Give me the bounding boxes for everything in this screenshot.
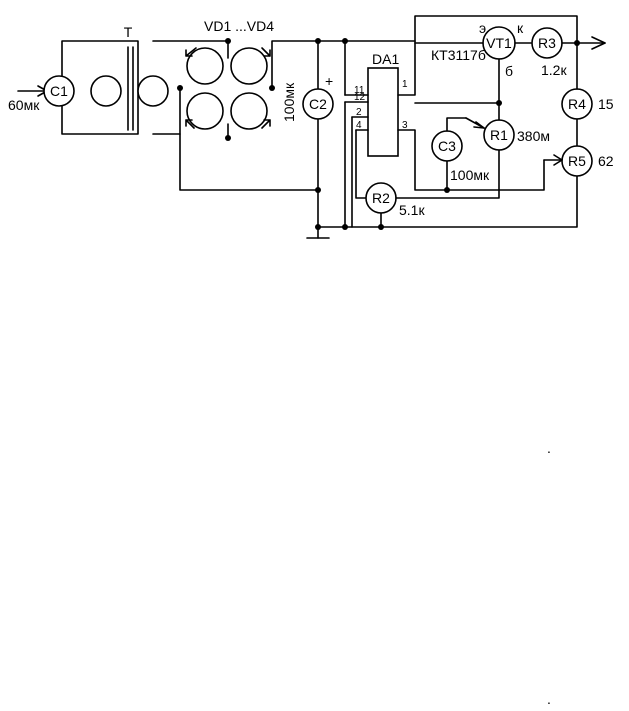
secondary-element xyxy=(137,75,169,107)
r5-wiper xyxy=(543,154,563,166)
da1-pin-1: 1 xyxy=(402,79,408,90)
r5-value: 62 xyxy=(598,153,614,169)
r2-value: 5.1к xyxy=(399,202,425,218)
svg-text:C3: C3 xyxy=(438,138,456,154)
r1-value: 380м xyxy=(517,128,550,144)
capacitor-c1: C1 xyxy=(43,75,75,107)
vt1-base: б xyxy=(505,63,513,79)
c3-value: 100мк xyxy=(450,167,490,183)
stray-mark-1: . xyxy=(547,440,551,456)
da1-pin-4: 4 xyxy=(356,120,362,131)
c3-leads xyxy=(446,117,467,191)
output-arrow xyxy=(591,36,606,50)
bridge-nodes xyxy=(177,38,275,141)
input-arrow xyxy=(17,85,48,97)
da1-pin-2: 2 xyxy=(356,107,362,118)
diode-vd1 xyxy=(186,47,224,85)
da1-pin-wires xyxy=(344,40,545,228)
regulator-da1 xyxy=(367,67,399,157)
svg-text:R1: R1 xyxy=(490,127,508,143)
r3-value: 1.2к xyxy=(541,62,567,78)
capacitor-c3: C3 xyxy=(431,130,463,162)
diode-vd3 xyxy=(186,92,224,130)
svg-text:R3: R3 xyxy=(538,35,556,51)
vt1-type: КТ3117б xyxy=(431,47,486,63)
resistor-r1: R1 xyxy=(483,119,515,151)
c2-value: 100мк xyxy=(281,82,297,122)
bridge-arrows xyxy=(185,47,271,129)
vt1-emitter: э xyxy=(479,20,486,36)
r4-value: 15 xyxy=(598,96,614,112)
bridge-label: VD1 ...VD4 xyxy=(204,18,274,34)
resistor-r4: R4 xyxy=(561,88,593,120)
svg-text:VT1: VT1 xyxy=(486,35,512,51)
transistor-vt1: VT1 xyxy=(482,26,516,60)
resistor-r2: R2 xyxy=(365,182,397,214)
svg-text:C1: C1 xyxy=(50,83,68,99)
vt1-leads xyxy=(414,42,532,104)
svg-text:C2: C2 xyxy=(309,96,327,112)
ground-rail xyxy=(306,118,578,239)
da1-label: DA1 xyxy=(372,51,399,67)
primary-element xyxy=(90,75,122,107)
diode-vd2 xyxy=(230,47,268,85)
secondary-loop xyxy=(152,40,229,135)
da1-pin-11: 11 xyxy=(354,85,365,96)
transformer-core xyxy=(127,46,134,131)
c1-value: 60мк xyxy=(8,97,40,113)
stray-mark-2: . xyxy=(547,691,551,707)
resistor-r5: R5 xyxy=(561,145,593,177)
da1-pin-12: 12 xyxy=(354,92,366,103)
svg-text:R2: R2 xyxy=(372,190,390,206)
c2-polarity: + xyxy=(325,73,333,89)
transformer-label: T xyxy=(124,24,133,40)
diode-vd4 xyxy=(230,92,268,130)
da1-pin-3: 3 xyxy=(402,120,408,131)
svg-text:R5: R5 xyxy=(568,153,586,169)
bridge-wires xyxy=(179,40,319,191)
resistor-r3: R3 xyxy=(531,27,563,59)
positive-rail xyxy=(317,15,578,96)
capacitor-c2: C2 xyxy=(302,88,334,120)
vt1-collector: к xyxy=(517,20,524,36)
svg-text:R4: R4 xyxy=(568,96,586,112)
c3-node xyxy=(444,187,450,193)
